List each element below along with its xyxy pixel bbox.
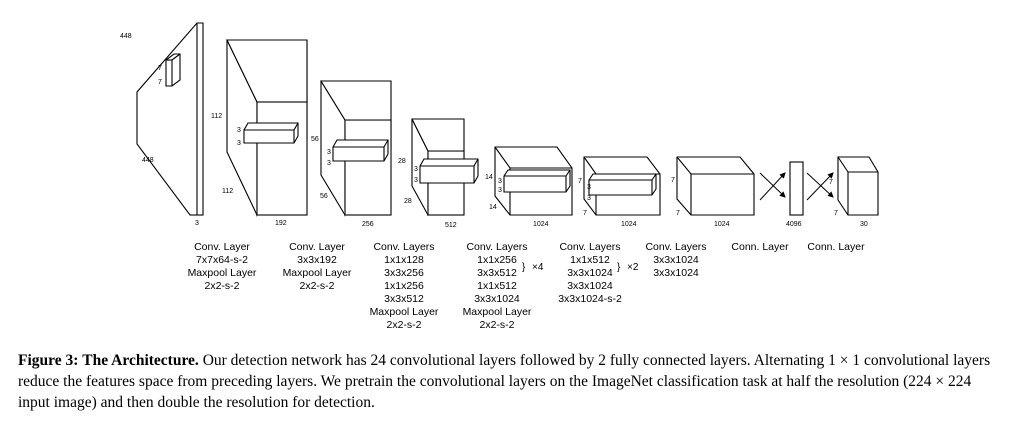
layer-label-col5-line-0: Conv. Layers — [559, 241, 620, 253]
dim-b1-h: 112 — [211, 113, 222, 120]
layer-label-col6-line-1: 3x3x1024 — [653, 254, 699, 266]
layer-label-col2-line-1: 3x3x192 — [297, 254, 337, 266]
block-112x112x192 — [226, 39, 308, 217]
dim-out-c: 30 — [860, 221, 868, 228]
caption-figure-label: Figure 3: — [18, 352, 79, 369]
dim-b5-c: 1024 — [621, 221, 637, 228]
repeat-bracket-x4: } ×4 — [522, 262, 544, 273]
layer-label-col3-line-5: Maxpool Layer — [370, 306, 439, 318]
dim-b2-c: 256 — [362, 221, 374, 228]
dim-b1-k1: 3 — [237, 127, 241, 134]
layer-label-col3-line-0: Conv. Layers — [373, 241, 434, 253]
dim-b2-w: 56 — [320, 193, 328, 200]
dim-b3-k1: 3 — [414, 166, 418, 173]
caption-text: Our detection network has 24 convolution… — [18, 352, 991, 411]
layer-label-col3-line-6: 2x2-s-2 — [386, 319, 421, 331]
layer-label-col3-line-3: 1x1x256 — [384, 280, 424, 292]
output-7x7x30-block — [837, 156, 879, 216]
fc-connections — [759, 172, 834, 201]
block-7x7x1024-b — [676, 156, 755, 216]
dim-out-h: 7 — [829, 179, 833, 186]
input-kernel — [165, 53, 181, 87]
architecture-diagram: 448 448 3 7 7 112 112 192 3 3 56 56 256 … — [120, 22, 879, 331]
block2-kernel — [332, 139, 389, 162]
dim-b6-h: 7 — [671, 177, 675, 184]
layer-label-col1-line-2: Maxpool Layer — [188, 267, 257, 279]
fc-4096-block — [789, 161, 804, 216]
dim-b6-w: 7 — [676, 210, 680, 217]
layer-label-col1-line-1: 7x7x64-s-2 — [196, 254, 248, 266]
dim-b2-k2: 3 — [327, 160, 331, 167]
layer-label-col1-line-0: Conv. Layer — [194, 241, 250, 253]
dim-b4-k2: 3 — [498, 187, 502, 194]
svg-text:}: } — [522, 262, 526, 273]
block4-kernel — [503, 169, 571, 193]
repeat-bracket-x2: } ×2 — [617, 262, 639, 273]
layer-label-col4-line-1: 1x1x256 — [477, 254, 517, 266]
input-image-block — [136, 22, 204, 216]
repeat-x4-label: ×4 — [532, 262, 544, 273]
dim-b4-h: 14 — [485, 174, 493, 181]
dim-b1-c: 192 — [275, 220, 287, 227]
caption-title: The Architecture. — [82, 352, 199, 369]
block-56x56x256 — [320, 80, 392, 217]
layer-label-col2-line-0: Conv. Layer — [289, 241, 345, 253]
svg-text:}: } — [617, 262, 621, 273]
dim-b3-w: 28 — [404, 198, 412, 205]
layer-label-col4-line-3: 1x1x512 — [477, 280, 517, 292]
layer-label-col3-line-4: 3x3x512 — [384, 293, 424, 305]
dim-input-k1: 7 — [158, 65, 162, 72]
layer-label-col5-line-4: 3x3x1024-s-2 — [558, 293, 622, 305]
dim-input-h: 448 — [120, 33, 132, 40]
layer-label-col1-line-3: 2x2-s-2 — [204, 280, 239, 292]
dim-b5-k2: 3 — [587, 195, 591, 202]
dim-b5-k1: 3 — [587, 184, 591, 191]
layer-label-col3-line-1: 1x1x128 — [384, 254, 424, 266]
dim-b4-k1: 3 — [498, 178, 502, 185]
layer-label-col4-line-5: Maxpool Layer — [463, 306, 532, 318]
dim-b1-w: 112 — [222, 188, 233, 195]
layer-label-col7-line-0: Conn. Layer — [731, 241, 789, 253]
block-14x14x1024 — [494, 146, 573, 216]
dim-input-k2: 7 — [158, 79, 162, 86]
layer-label-col8-line-0: Conn. Layer — [807, 241, 865, 253]
dim-b5-h: 7 — [578, 178, 582, 185]
layer-label-col5-line-2: 3x3x1024 — [567, 267, 613, 279]
figure-caption: Figure 3: The Architecture. Our detectio… — [18, 350, 1000, 413]
layer-label-col5-line-1: 1x1x512 — [570, 254, 610, 266]
layer-label-col4-line-6: 2x2-s-2 — [479, 319, 514, 331]
dim-input-c: 3 — [195, 220, 199, 227]
dim-b1-k2: 3 — [237, 140, 241, 147]
dim-b3-h: 28 — [398, 158, 406, 165]
block-7x7x1024-a — [583, 156, 661, 216]
layer-label-col4-line-0: Conv. Layers — [466, 241, 527, 253]
dim-b5-w: 7 — [583, 210, 587, 217]
dim-b2-h: 56 — [311, 136, 319, 143]
dim-b3-c: 512 — [445, 222, 457, 229]
dim-b6-c: 1024 — [714, 221, 730, 228]
repeat-x2-label: ×2 — [627, 262, 639, 273]
dim-fc1: 4096 — [786, 221, 802, 228]
dim-input-w: 448 — [142, 157, 154, 164]
block5-kernel — [588, 173, 657, 196]
dim-b4-w: 14 — [489, 204, 497, 211]
layer-label-col6-line-0: Conv. Layers — [645, 241, 706, 253]
layer-label-col4-line-2: 3x3x512 — [477, 267, 517, 279]
layer-label-col2-line-3: 2x2-s-2 — [299, 280, 334, 292]
block1-kernel — [243, 122, 299, 144]
dim-b3-k2: 3 — [414, 177, 418, 184]
dim-b4-c: 1024 — [533, 221, 549, 228]
block-28x28x512 — [411, 118, 479, 217]
layer-label-col5-line-3: 3x3x1024 — [567, 280, 613, 292]
layer-label-col6-line-2: 3x3x1024 — [653, 267, 699, 279]
dim-out-w: 7 — [834, 210, 838, 217]
layer-label-col4-line-4: 3x3x1024 — [474, 293, 520, 305]
dim-b2-k1: 3 — [327, 149, 331, 156]
layer-label-col2-line-2: Maxpool Layer — [283, 267, 352, 279]
block3-kernel — [419, 158, 479, 184]
layer-label-col3-line-2: 3x3x256 — [384, 267, 424, 279]
